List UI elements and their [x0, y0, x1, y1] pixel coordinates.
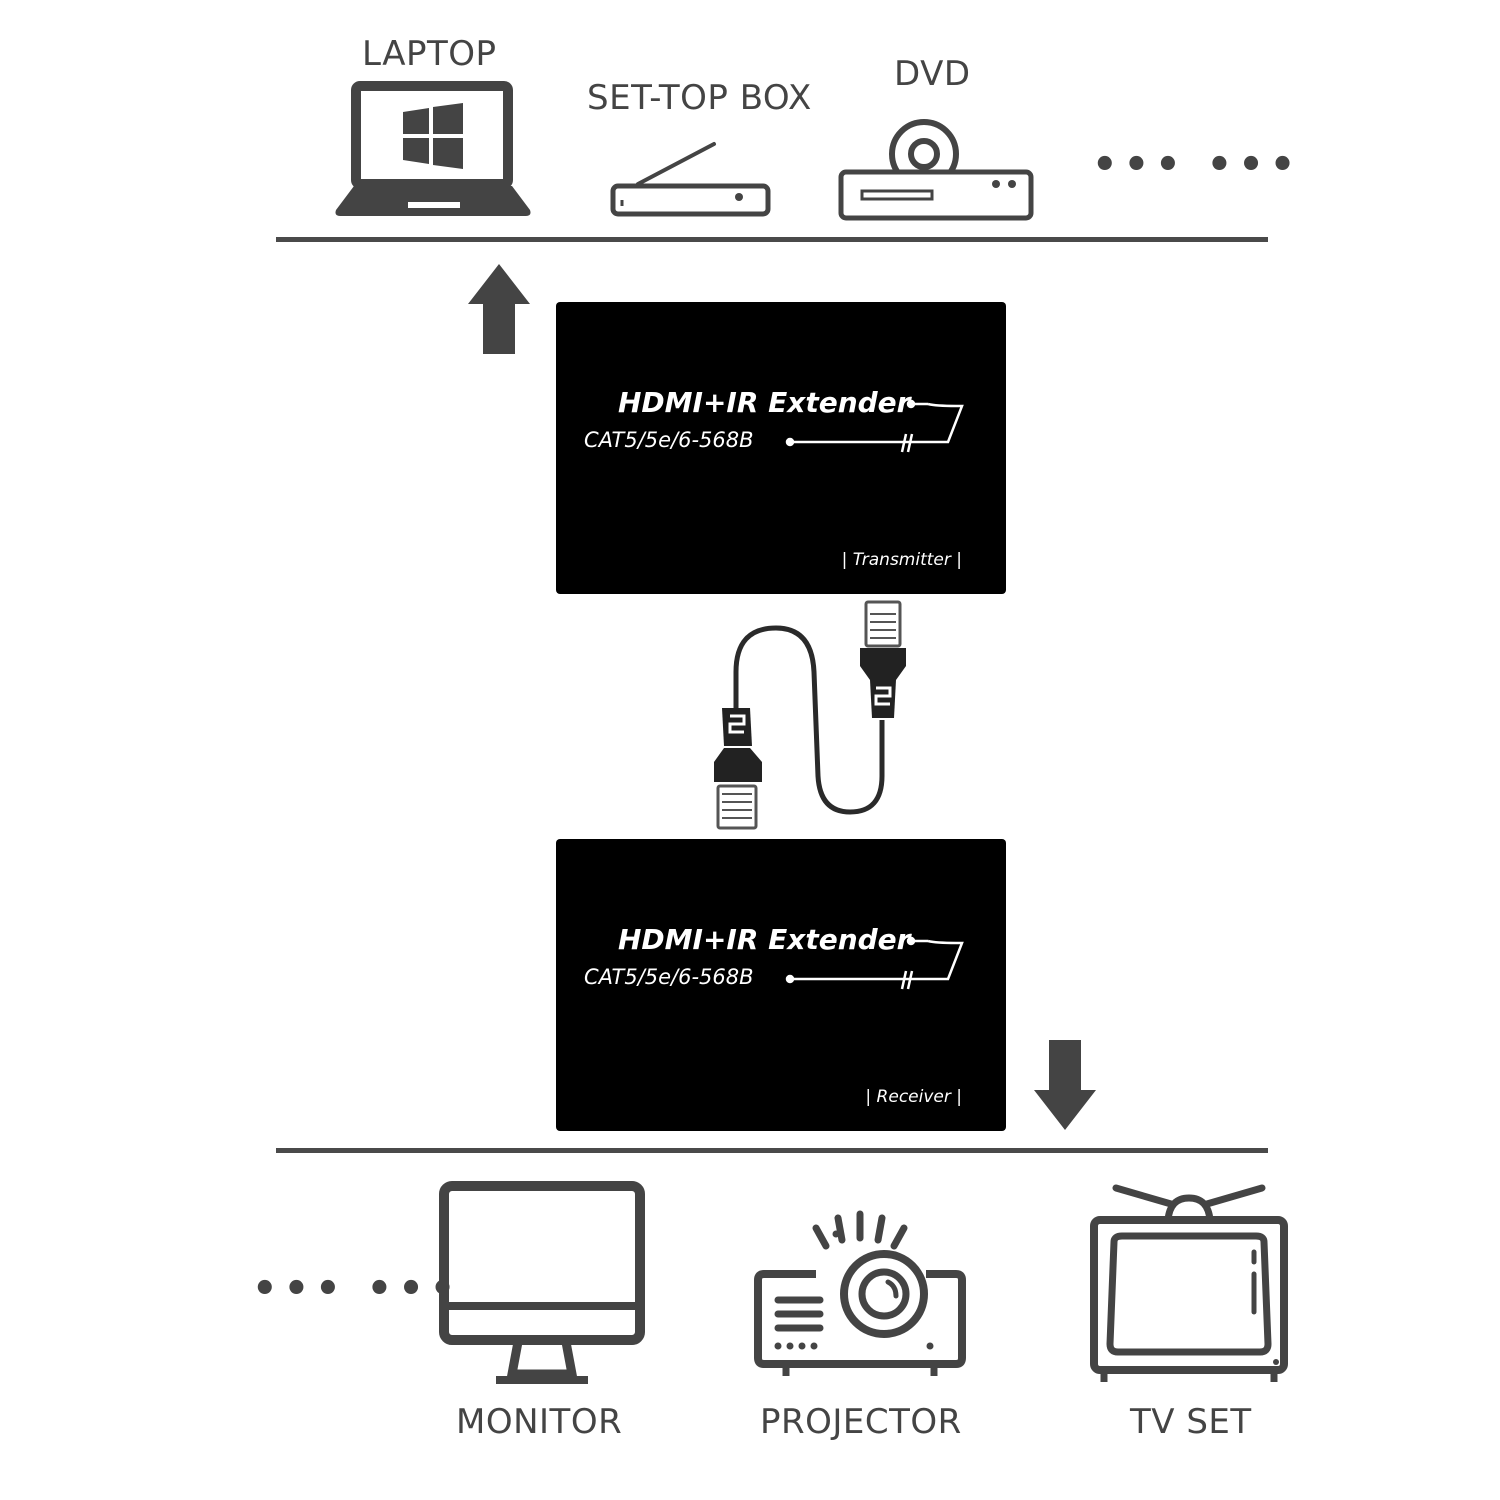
- transmitter-title: HDMI+IR Extender: [618, 386, 911, 419]
- arrow-up-icon: [468, 264, 530, 354]
- signal-line-icon: [785, 399, 964, 453]
- more-sources-ellipsis: ••• •••: [1092, 142, 1302, 188]
- signal-line-icon: [785, 936, 964, 990]
- monitor-label: MONITOR: [456, 1402, 623, 1442]
- arrow-down-icon: [1034, 1040, 1096, 1130]
- source-divider-line: [276, 237, 1268, 242]
- dvd-player-icon: [838, 119, 1034, 221]
- receiver-title: HDMI+IR Extender: [618, 923, 911, 956]
- monitor-icon: [439, 1181, 645, 1384]
- tv-set-label: TV SET: [1130, 1402, 1252, 1442]
- laptop-label: LAPTOP: [362, 34, 497, 74]
- projector-label: PROJECTOR: [760, 1402, 962, 1442]
- receiver-unit: HDMI+IR Extender CAT5/5e/6-568B | Receiv…: [556, 839, 1006, 1131]
- receiver-cable-spec: CAT5/5e/6-568B: [584, 965, 754, 989]
- tv-icon: [1090, 1184, 1288, 1382]
- transmitter-cable-spec: CAT5/5e/6-568B: [584, 428, 754, 452]
- more-displays-ellipsis: ••• •••: [252, 1266, 462, 1312]
- set-top-box-icon: [610, 142, 771, 217]
- ethernet-cable-icon: [714, 600, 906, 830]
- display-divider-line: [276, 1148, 1268, 1153]
- set-top-box-label: SET-TOP BOX: [587, 78, 812, 118]
- dvd-label: DVD: [894, 54, 971, 94]
- transmitter-unit: HDMI+IR Extender CAT5/5e/6-568B | Transm…: [556, 302, 1006, 594]
- projector-icon: [754, 1210, 966, 1376]
- transmitter-role-label: | Transmitter |: [841, 550, 962, 570]
- laptop-icon: [335, 81, 531, 216]
- receiver-role-label: | Receiver |: [865, 1087, 962, 1107]
